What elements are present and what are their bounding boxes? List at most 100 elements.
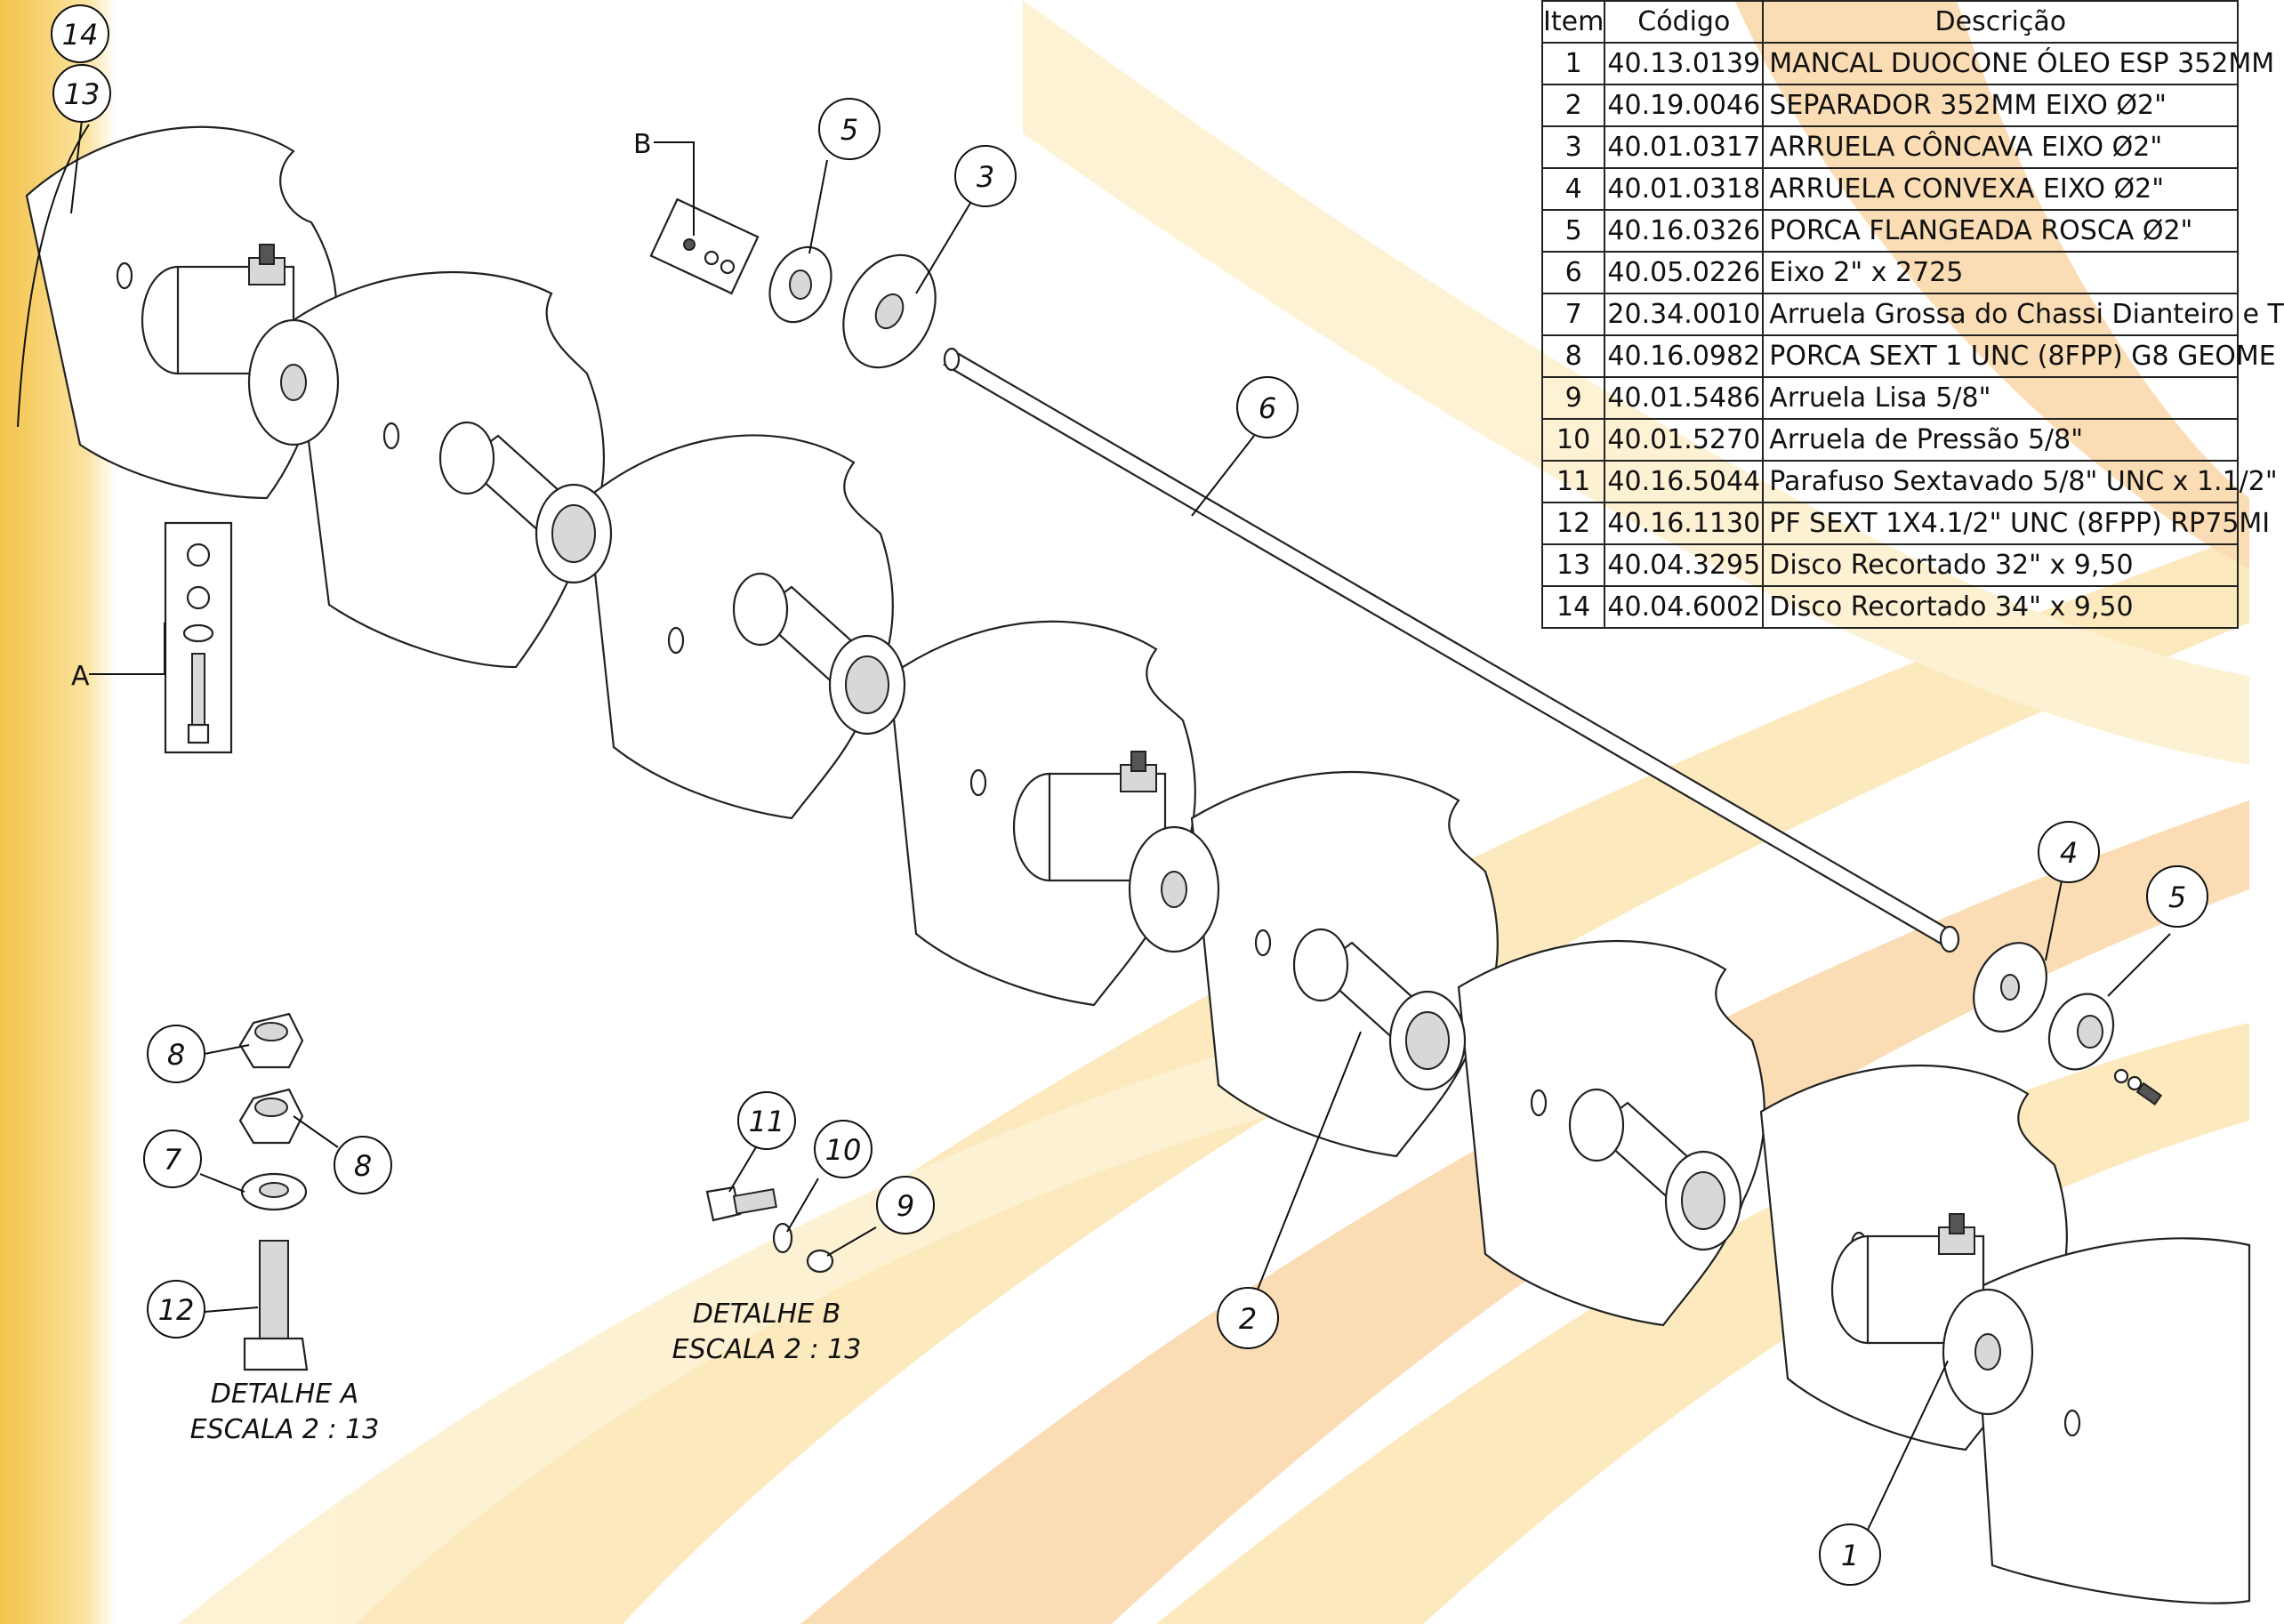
cell-item: 12	[1540, 502, 1606, 545]
cell-item: 8	[1540, 334, 1606, 378]
balloon-text: 2	[1239, 1302, 1257, 1336]
balloon-text: 8	[354, 1149, 372, 1183]
bearing	[1012, 751, 1220, 953]
cell-description: ARRUELA CONVEXA EIXO Ø2"	[1762, 167, 2240, 211]
cell-code: 40.04.3295	[1604, 543, 1765, 587]
cell-item: 9	[1540, 376, 1606, 420]
balloon-text: 12	[158, 1293, 195, 1327]
balloon-text: 8	[167, 1038, 185, 1072]
cell-description: Parafuso Sextavado 5/8" UNC x 1.1/2"	[1762, 460, 2278, 503]
balloon-3: 3	[954, 145, 1017, 207]
cell-item: 11	[1540, 460, 1606, 503]
balloons: 14 13 5 3 6 4 5 2	[51, 4, 2208, 1586]
cell-description: Disco Recortado 34" x 9,50	[1762, 585, 2240, 629]
cell-code: 40.16.0326	[1604, 209, 1765, 253]
leader-lines	[70, 119, 2171, 1531]
balloon-1: 1	[1819, 1524, 1881, 1586]
flanged-nut	[768, 245, 832, 324]
balloon-text: 5	[840, 113, 858, 147]
cell-item: 5	[1540, 209, 1606, 253]
balloon-11: 11	[737, 1091, 796, 1150]
cell-description: Arruela Grossa do Chassi Dianteiro e T	[1762, 293, 2284, 336]
balloon-text: 13	[64, 77, 101, 111]
cell-description: MANCAL DUOCONE ÓLEO ESP 352MM	[1762, 42, 2274, 85]
balloon-12: 12	[147, 1280, 205, 1339]
balloon-text: 3	[977, 160, 994, 194]
cell-item: 1	[1540, 42, 1606, 85]
balloon-14: 14	[51, 4, 109, 63]
small-bolt-set	[2113, 1068, 2163, 1105]
detail-b-box	[649, 197, 760, 295]
balloon-5: 5	[818, 98, 881, 160]
cell-item: 10	[1540, 418, 1606, 462]
cell-code: 40.04.6002	[1604, 585, 1765, 629]
cell-description: Disco Recortado 32" x 9,50	[1762, 543, 2240, 587]
column-header-item: Item	[1540, 0, 1606, 44]
balloon-10: 10	[814, 1120, 873, 1178]
balloon-6: 6	[1236, 376, 1299, 438]
cell-description: PORCA SEXT 1 UNC (8FPP) G8 GEOME	[1762, 334, 2276, 378]
balloon-text: 1	[1841, 1539, 1859, 1572]
balloon-9: 9	[876, 1176, 935, 1234]
cell-description: PF SEXT 1X4.1/2" UNC (8FPP) RP75MI	[1762, 502, 2270, 545]
cell-code: 40.16.5044	[1604, 460, 1765, 503]
bearing	[141, 244, 340, 446]
spacer	[438, 421, 613, 584]
disc-edge	[17, 124, 90, 428]
detail-a-title: DETALHE A	[210, 1379, 359, 1410]
cell-code: 40.01.5270	[1604, 418, 1765, 462]
balloon-5: 5	[2146, 865, 2208, 928]
column-header-code: Código	[1604, 0, 1765, 44]
cell-description: Arruela de Pressão 5/8"	[1762, 418, 2240, 462]
detail-letter-a: A	[71, 661, 90, 692]
cell-description: Eixo 2" x 2725	[1762, 251, 2240, 294]
spacer	[1292, 928, 1467, 1091]
detail-a-box	[164, 521, 233, 754]
cell-description: PORCA FLANGEADA ROSCA Ø2"	[1762, 209, 2240, 253]
balloon-2: 2	[1217, 1287, 1279, 1349]
balloon-text: 7	[164, 1143, 182, 1177]
cell-item: 3	[1540, 125, 1606, 169]
cell-code: 20.34.0010	[1604, 293, 1765, 336]
spacer	[732, 572, 906, 736]
balloon-text: 5	[2168, 880, 2186, 914]
cell-item: 14	[1540, 585, 1606, 629]
balloon-text: 4	[2060, 836, 2078, 870]
disc	[1973, 1237, 2251, 1604]
detail-b-parts	[705, 1186, 834, 1274]
cell-item: 6	[1540, 251, 1606, 294]
detail-b-scale: ESCALA 2 : 13	[672, 1334, 862, 1365]
cell-code: 40.16.1130	[1604, 502, 1765, 545]
cell-code: 40.01.0318	[1604, 167, 1765, 211]
cell-code: 40.01.5486	[1604, 376, 1765, 420]
cell-description: SEPARADOR 352MM EIXO Ø2"	[1762, 84, 2240, 127]
convex-washer	[1973, 942, 2047, 1033]
detail-b-caption: DETALHE B ESCALA 2 : 13	[633, 1297, 900, 1368]
cell-description: ARRUELA CÔNCAVA EIXO Ø2"	[1762, 125, 2240, 169]
cell-description: Arruela Lisa 5/8"	[1762, 376, 2240, 420]
balloon-13: 13	[52, 64, 111, 123]
balloon-text: 11	[749, 1105, 785, 1138]
flanged-nut	[2047, 993, 2115, 1071]
cell-item: 7	[1540, 293, 1606, 336]
table-header-row: Item Código Descrição	[1540, 0, 2240, 44]
detail-a-caption: DETALHE A ESCALA 2 : 13	[151, 1377, 418, 1448]
cell-item: 2	[1540, 84, 1606, 127]
balloon-8: 8	[334, 1136, 392, 1194]
cell-code: 40.01.0317	[1604, 125, 1765, 169]
cell-code: 40.19.0046	[1604, 84, 1765, 127]
cell-code: 40.05.0226	[1604, 251, 1765, 294]
concave-washer	[842, 253, 937, 369]
